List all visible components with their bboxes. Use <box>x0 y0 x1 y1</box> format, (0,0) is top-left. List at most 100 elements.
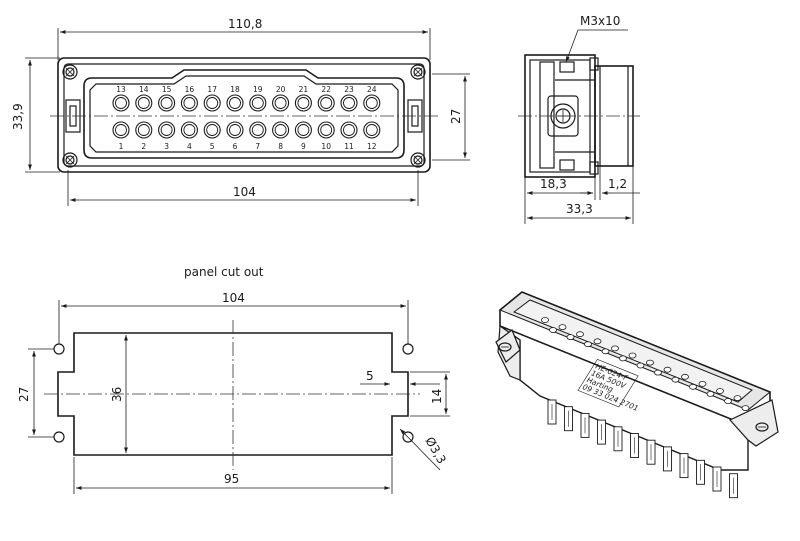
contact-pin-4: 4 <box>180 121 198 151</box>
contact-pin-15: 15 <box>158 85 176 112</box>
dim-total-label: 33,3 <box>566 202 593 216</box>
contact-pin-16: 16 <box>180 85 198 112</box>
pin-label: 9 <box>301 142 306 151</box>
dim-right-height: 27 <box>432 73 470 161</box>
contact-pin-7: 7 <box>249 121 267 151</box>
dim-slot-height-label: 14 <box>430 389 444 404</box>
pin-label: 18 <box>230 85 240 94</box>
pin-label: 4 <box>187 142 192 151</box>
iso-pin <box>636 362 645 369</box>
dim-slot-width-label: 5 <box>366 369 374 383</box>
cutout-view: panel cut out 104 27 36 5 14 <box>17 265 450 494</box>
dim-depth-label: 18,3 <box>540 177 567 191</box>
dim-left-height-label: 27 <box>17 387 31 402</box>
dim-opening-width-label: 95 <box>224 472 239 486</box>
pin-label: 3 <box>164 142 169 151</box>
iso-pin <box>593 338 602 345</box>
pin-label: 13 <box>116 85 126 94</box>
iso-pin <box>689 383 697 390</box>
dim-bottom-width-label: 104 <box>233 185 256 199</box>
mounting-hole-top-right <box>402 343 414 355</box>
iso-pin <box>576 331 584 338</box>
pin-label: 21 <box>299 85 309 94</box>
pin-label: 22 <box>321 85 331 94</box>
pin-label: 17 <box>207 85 217 94</box>
iso-pin <box>549 327 557 333</box>
dim-hole-spacing-label: 104 <box>222 291 245 305</box>
pin-label: 10 <box>321 142 331 151</box>
pin-label: 7 <box>255 142 260 151</box>
iso-pin <box>541 317 549 323</box>
contact-pin-17: 17 <box>203 85 221 112</box>
iso-screw-left <box>498 342 512 352</box>
contact-pin-18: 18 <box>226 85 244 112</box>
iso-view: HE-024-F 16A 500V Harting 09 33 024 2701 <box>495 291 779 499</box>
contact-pin-2: 2 <box>135 121 153 151</box>
contact-pin-3: 3 <box>158 121 176 151</box>
iso-pin <box>741 405 750 412</box>
dim-hole-diameter-label: Ø3,3 <box>422 435 448 467</box>
cutout-outline <box>57 332 409 456</box>
contact-pin-6: 6 <box>226 121 244 151</box>
corner-screw-bottom-right <box>410 152 426 168</box>
contact-pin-19: 19 <box>249 85 267 112</box>
contact-pin-11: 11 <box>340 121 358 151</box>
contact-pin-12: 12 <box>363 121 381 151</box>
insert-outline <box>83 69 405 159</box>
pin-label: 16 <box>185 85 195 94</box>
iso-pin <box>706 390 715 397</box>
iso-screw-right <box>755 422 769 432</box>
iso-pin <box>628 352 637 359</box>
pin-label: 23 <box>344 85 354 94</box>
contact-pin-20: 20 <box>272 85 290 112</box>
contact-pin-13: 13 <box>112 85 130 112</box>
dim-right-height-label: 27 <box>449 109 463 124</box>
contact-pin-10: 10 <box>317 121 335 151</box>
iso-pin <box>716 388 724 394</box>
dim-protrusion-label: 1,2 <box>608 177 627 191</box>
contact-pin-1: 1 <box>112 121 130 151</box>
iso-pin <box>663 366 672 373</box>
pin-label: 24 <box>367 85 377 94</box>
contact-pin-14: 14 <box>135 85 153 112</box>
iso-contact-pins <box>541 317 750 412</box>
housing-inner-outline <box>63 63 425 167</box>
dim-top-width: 110,8 <box>57 17 431 60</box>
pin-label: 8 <box>278 142 283 151</box>
pin-label: 6 <box>233 142 238 151</box>
contact-pin-9: 9 <box>294 121 312 151</box>
cutout-title: panel cut out <box>184 265 264 279</box>
contact-pin-24: 24 <box>363 85 381 112</box>
contact-pin-21: 21 <box>294 85 312 112</box>
pin-label: 15 <box>162 85 172 94</box>
contact-pin-8: 8 <box>272 121 290 151</box>
contact-pin-23: 23 <box>340 85 358 112</box>
iso-pin <box>601 348 610 355</box>
dim-left-height-label: 33,9 <box>11 103 25 130</box>
pin-label: 1 <box>119 142 124 151</box>
iso-pin <box>611 345 619 352</box>
iso-pin <box>681 373 689 380</box>
pin-label: 19 <box>253 85 263 94</box>
iso-pin <box>724 398 732 404</box>
iso-pin <box>566 334 575 341</box>
dim-top-width-label: 110,8 <box>228 17 262 31</box>
front-view: 110,8 33,9 27 104 <box>11 17 470 206</box>
pin-label: 20 <box>276 85 286 94</box>
contact-pin-5: 5 <box>203 121 221 151</box>
iso-pin <box>671 376 680 383</box>
screw-label: M3x10 <box>580 14 620 28</box>
housing-outline <box>57 57 431 173</box>
iso-pin <box>646 359 654 366</box>
mounting-hole-bottom-left <box>53 431 65 443</box>
pin-label: 5 <box>210 142 215 151</box>
dim-opening-height-label: 36 <box>110 387 124 402</box>
corner-screw-top-left <box>62 64 78 80</box>
iso-pin <box>698 380 707 387</box>
iso-pin <box>558 324 567 331</box>
mounting-hole-top-left <box>53 343 65 355</box>
pin-label: 11 <box>344 142 354 151</box>
corner-screw-bottom-left <box>62 152 78 168</box>
dim-left-height: 33,9 <box>11 57 60 173</box>
